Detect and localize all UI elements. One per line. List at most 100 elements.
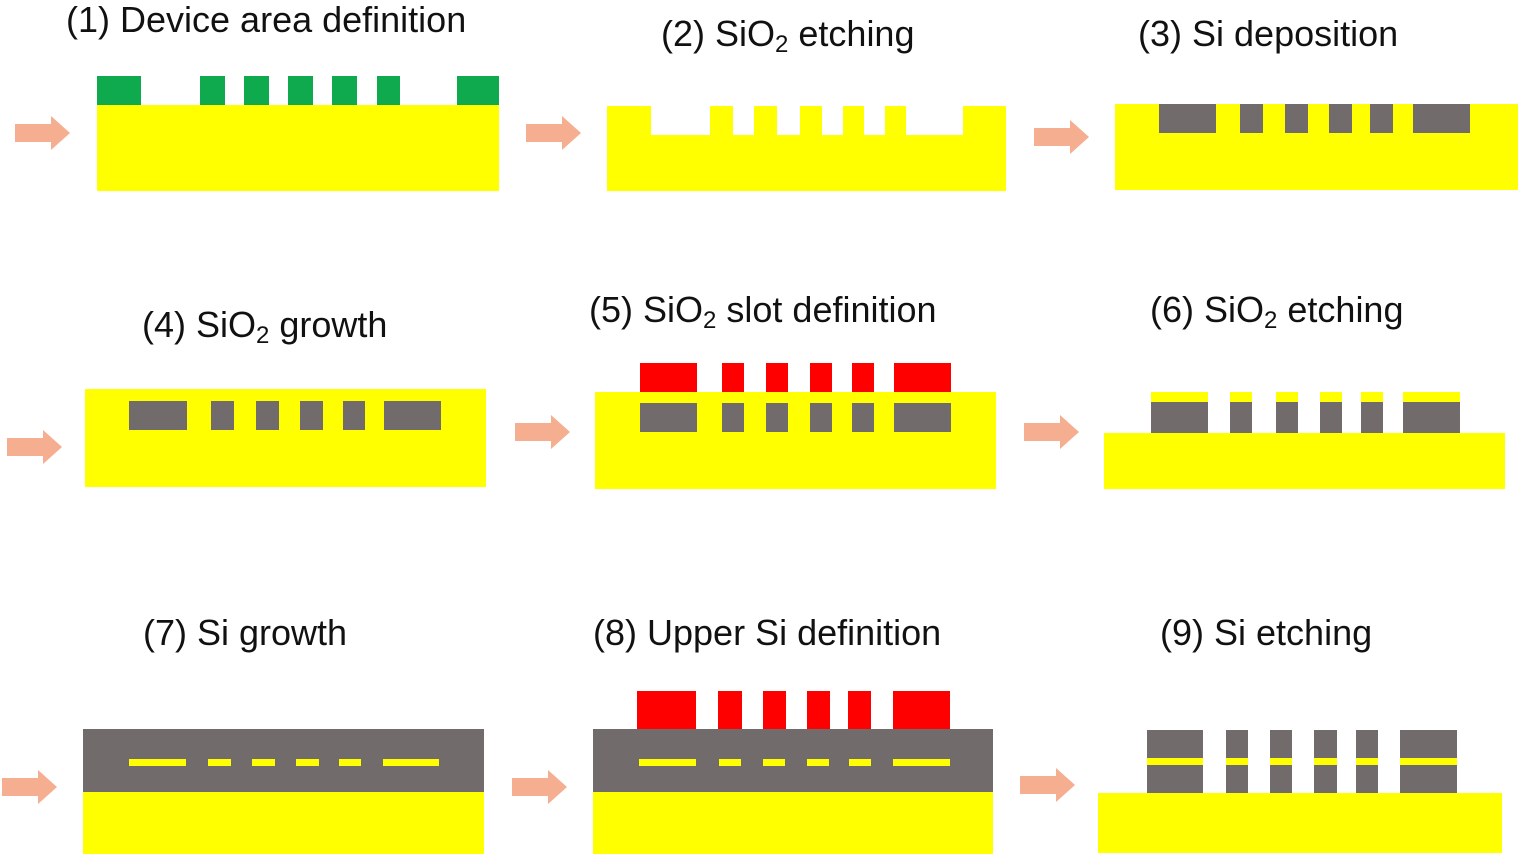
step-9-si-top-2 xyxy=(1226,730,1248,758)
step-9-oxide-slot-6 xyxy=(1400,758,1457,765)
step-5-si-4 xyxy=(810,403,832,432)
step-9-si-bottom-4 xyxy=(1314,765,1337,793)
step-8-oxide-slot-3 xyxy=(763,759,785,766)
step-6-oxide-substrate xyxy=(1104,433,1505,489)
step-4-si-4 xyxy=(300,401,323,430)
step-1-oxide-substrate xyxy=(97,105,499,191)
step-9-si-top-4 xyxy=(1314,730,1337,758)
step-7-oxide-substrate xyxy=(83,792,484,854)
step-8-oxide-slot-5 xyxy=(849,759,871,766)
step-1-mask-2 xyxy=(200,76,225,105)
step-9-si-top-5 xyxy=(1356,730,1378,758)
step-7-oxide-slot-3 xyxy=(252,759,275,766)
step-6-si-1 xyxy=(1151,402,1208,433)
step-5-resist-5 xyxy=(852,363,874,392)
step-7-oxide-slot-5 xyxy=(339,759,361,766)
step-8-oxide-slot-2 xyxy=(719,759,741,766)
step-3-arrow xyxy=(1034,120,1089,154)
step-8-oxide-substrate xyxy=(593,792,993,854)
step-9-title: (9) Si etching xyxy=(1160,612,1373,653)
step-6-title: (6) SiO2 etching xyxy=(1150,289,1404,334)
step-7-oxide-slot-1 xyxy=(129,759,186,766)
step-6-si-3 xyxy=(1276,402,1298,433)
step-5-title: (5) SiO2 slot definition xyxy=(589,289,937,334)
step-4-si-2 xyxy=(211,401,234,430)
step-3-si-3 xyxy=(1285,104,1308,133)
step-5-resist-6 xyxy=(894,363,951,392)
step-5-si-1 xyxy=(640,403,697,432)
step-2-title: (2) SiO2 etching xyxy=(661,13,915,58)
step-8-resist-4 xyxy=(807,691,830,729)
step-6-oxide-cap-5 xyxy=(1361,392,1383,402)
step-8-arrow xyxy=(512,770,567,804)
step-9-arrow xyxy=(1020,768,1075,802)
step-7-oxide-slot-4 xyxy=(296,759,319,766)
step-5-si-5 xyxy=(852,403,874,432)
step-1-mask-5 xyxy=(332,76,357,105)
step-6-oxide-cap-6 xyxy=(1403,392,1460,402)
step-3-si-1 xyxy=(1159,104,1216,133)
step-9-si-bottom-5 xyxy=(1356,765,1378,793)
step-8-title: (8) Upper Si definition xyxy=(593,612,942,653)
step-5-si-3 xyxy=(766,403,788,432)
step-7-title: (7) Si growth xyxy=(143,612,348,653)
step-9-si-bottom-3 xyxy=(1270,765,1292,793)
step-8-resist-3 xyxy=(763,691,786,729)
step-9-oxide-slot-2 xyxy=(1226,758,1248,765)
step-6-oxide-cap-1 xyxy=(1151,392,1208,402)
step-5-resist-3 xyxy=(766,363,788,392)
step-6-oxide-cap-2 xyxy=(1230,392,1252,402)
step-8-resist-1 xyxy=(637,691,696,729)
step-9-oxide-slot-5 xyxy=(1356,758,1378,765)
step-5-resist-1 xyxy=(640,363,697,392)
step-8-resist-5 xyxy=(848,691,871,729)
step-8-resist-6 xyxy=(893,691,950,729)
step-5-resist-4 xyxy=(810,363,832,392)
step-4-si-5 xyxy=(343,401,365,430)
step-9-si-top-6 xyxy=(1400,730,1457,758)
step-6-si-4 xyxy=(1320,402,1342,433)
step-6-si-6 xyxy=(1403,402,1460,433)
step-4-title: (4) SiO2 growth xyxy=(142,304,388,349)
step-4-si-3 xyxy=(256,401,279,430)
step-3-si-6 xyxy=(1413,104,1470,133)
step-1-mask-4 xyxy=(288,76,313,105)
step-9-si-bottom-2 xyxy=(1226,765,1248,793)
step-1-mask-7 xyxy=(457,76,499,105)
step-6-oxide-cap-3 xyxy=(1276,392,1298,402)
step-5-resist-2 xyxy=(722,363,744,392)
step-8-oxide-slot-4 xyxy=(807,759,829,766)
step-6-si-2 xyxy=(1230,402,1252,433)
step-9-si-bottom-1 xyxy=(1147,765,1203,793)
step-3-si-5 xyxy=(1370,104,1393,133)
step-8-resist-2 xyxy=(718,691,742,729)
step-3-si-2 xyxy=(1240,104,1263,133)
step-1-mask-1 xyxy=(97,76,141,105)
step-4-arrow xyxy=(7,430,62,464)
step-1-title: (1) Device area definition xyxy=(66,0,467,40)
step-8-oxide-slot-6 xyxy=(893,759,950,766)
step-2-arrow xyxy=(526,116,581,150)
step-5-si-6 xyxy=(894,403,951,432)
step-1-mask-6 xyxy=(377,76,400,105)
step-9-si-top-1 xyxy=(1147,730,1203,758)
step-6-arrow xyxy=(1024,415,1079,449)
step-4-si-6 xyxy=(384,401,441,430)
step-1-mask-3 xyxy=(244,76,269,105)
step-7-oxide-slot-2 xyxy=(208,759,231,766)
step-8-oxide-slot-1 xyxy=(639,759,696,766)
step-2-etched-oxide xyxy=(607,106,1006,191)
step-1-arrow xyxy=(15,116,70,150)
step-9-oxide-slot-3 xyxy=(1270,758,1292,765)
step-6-oxide-cap-4 xyxy=(1320,392,1342,402)
step-5-si-2 xyxy=(722,403,744,432)
step-5-arrow xyxy=(515,415,570,449)
step-9-oxide-slot-4 xyxy=(1314,758,1337,765)
step-9-oxide-slot-1 xyxy=(1147,758,1203,765)
step-7-oxide-slot-6 xyxy=(383,759,439,766)
step-4-si-1 xyxy=(129,401,187,430)
step-3-title: (3) Si deposition xyxy=(1138,13,1399,54)
step-7-arrow xyxy=(2,770,57,804)
